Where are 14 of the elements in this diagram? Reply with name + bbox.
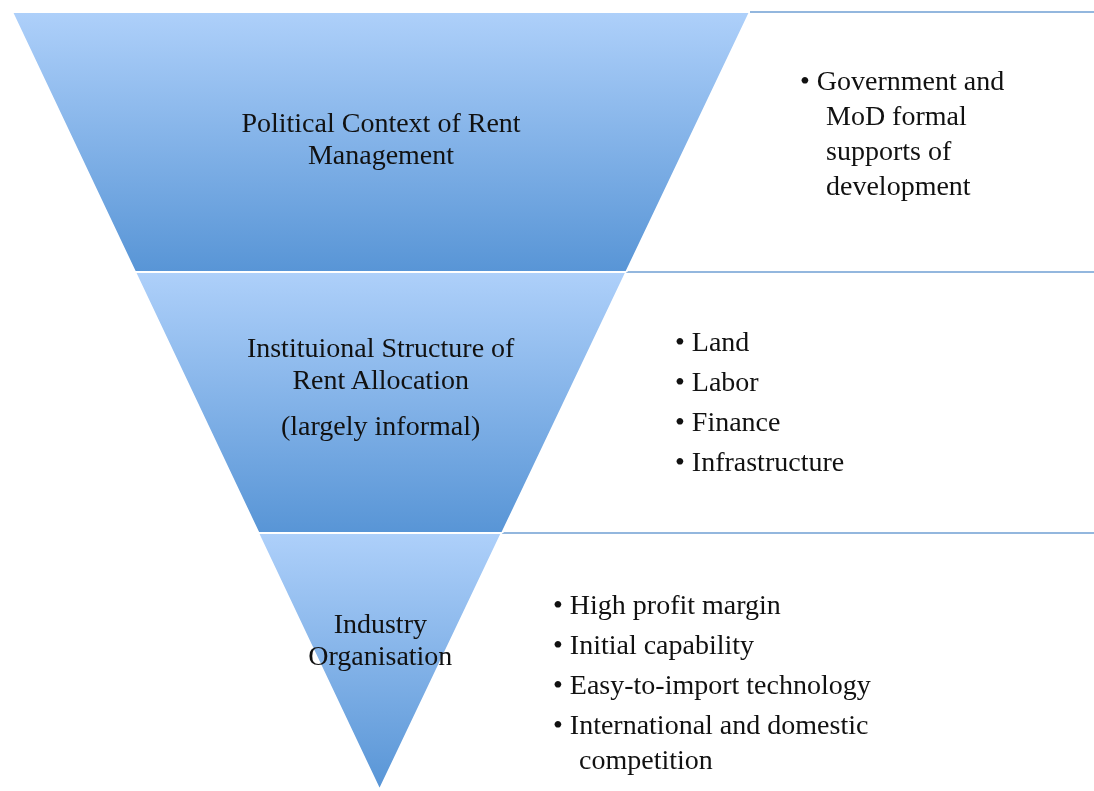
bullet-item: • Infrastructure [675,445,846,479]
bullet-item: • Finance [675,405,782,439]
bullet-item: • Initial capability [553,628,756,662]
pyramid-tier [12,12,750,272]
bullet-item: • Easy-to-import technology [553,668,872,702]
tier-label: (largely informal) [280,410,482,442]
pyramid-tier [258,533,503,790]
bullet-item: • Labor [675,365,760,399]
bullet-item: • Government and MoD formal supports of development [800,64,1006,203]
bullet-item: • Land [675,325,751,359]
tier-label: Instituional Structure of Rent Allocation [245,332,516,396]
bullet-item: • International and domestic competition [553,708,870,777]
tier-label: Political Context of Rent Management [240,107,522,171]
bullet-item: • High profit margin [553,588,782,622]
